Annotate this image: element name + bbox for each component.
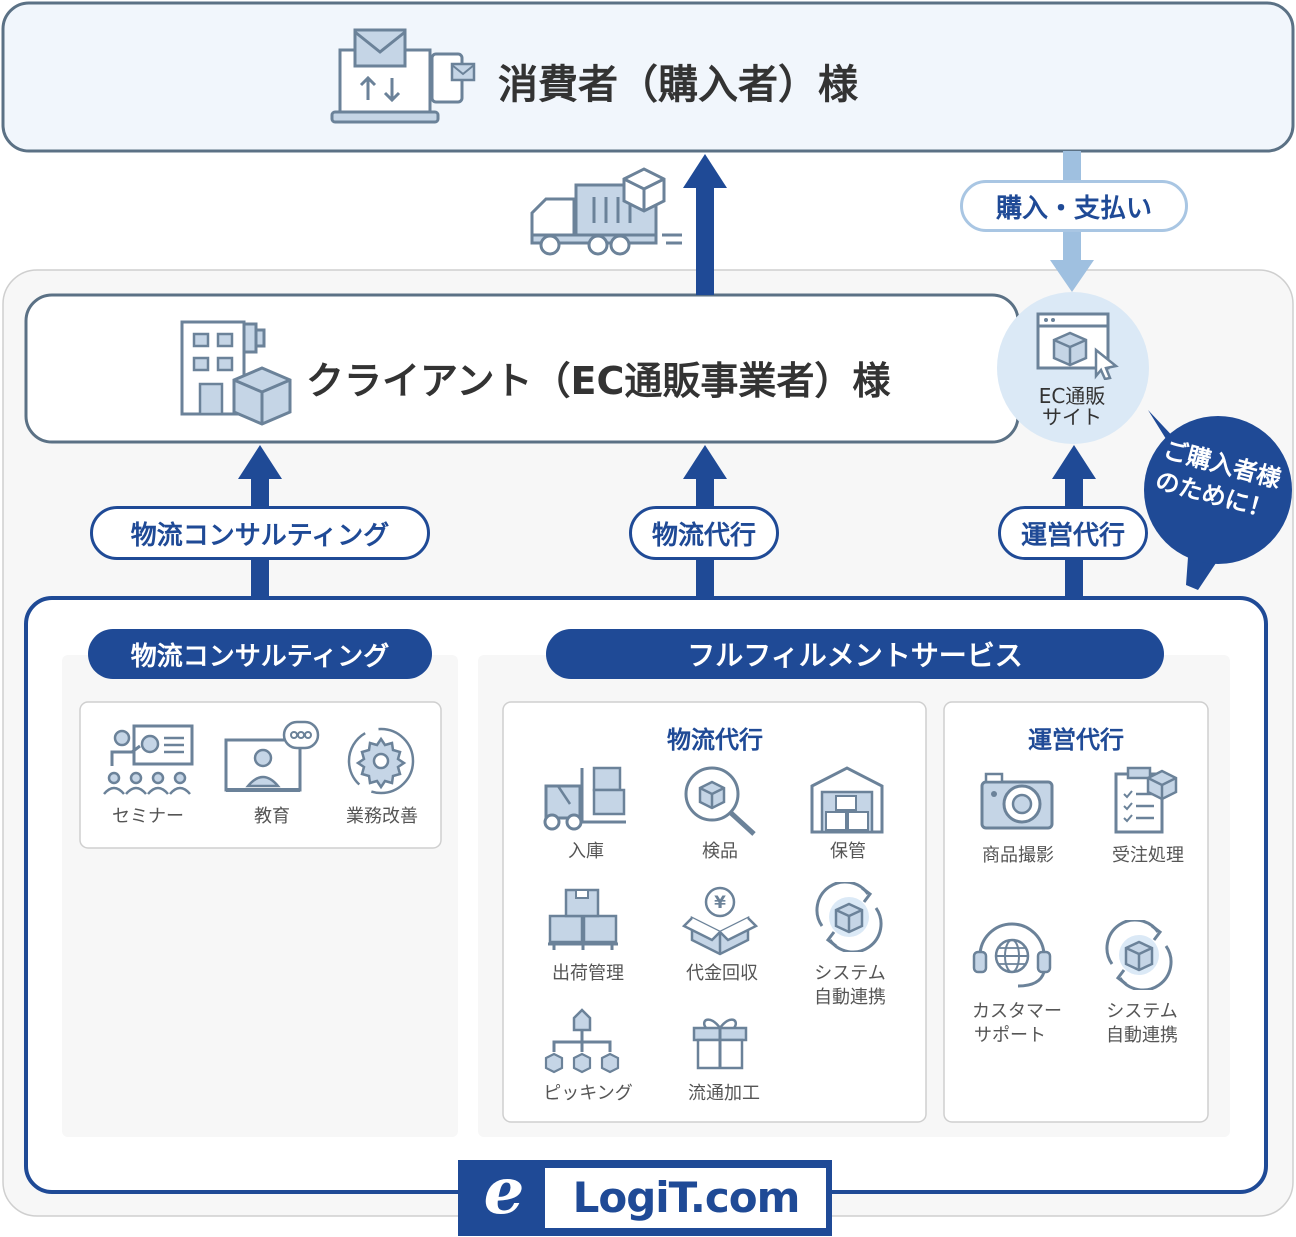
operation-item-label: システム bbox=[1106, 1001, 1178, 1022]
consulting-item-label: セミナー bbox=[112, 806, 184, 827]
logo-text: LogiT.com bbox=[572, 1173, 801, 1222]
gift-icon bbox=[692, 1018, 748, 1070]
client-title: クライアント（EC通販事業者）様 bbox=[306, 359, 891, 403]
svg-text:¥: ¥ bbox=[714, 893, 726, 913]
education-icon bbox=[224, 720, 320, 792]
logistics-item-label-2: 自動連携 bbox=[814, 987, 886, 1008]
laptop-mail-icon bbox=[330, 28, 476, 124]
consumer-title: 消費者（購入者）様 bbox=[498, 62, 858, 108]
operation-item-label: 商品撮影 bbox=[982, 845, 1054, 866]
ec-site-browser-icon bbox=[1036, 312, 1119, 380]
ec-site-label-1: EC通販 bbox=[1038, 384, 1106, 408]
logistics-item-label: 検品 bbox=[702, 841, 738, 862]
picking-icon bbox=[544, 1008, 620, 1074]
logistics-item-label: 入庫 bbox=[568, 841, 604, 862]
logistics-group-title: 物流代行 bbox=[667, 726, 763, 754]
consulting-item-label: 教育 bbox=[254, 806, 290, 827]
operation-item-label-2: サポート bbox=[974, 1025, 1046, 1046]
gear-icon bbox=[347, 727, 415, 795]
truck-icon bbox=[530, 167, 682, 256]
building-box-icon bbox=[180, 320, 292, 426]
service-label-consulting: 物流コンサルティング bbox=[90, 506, 430, 560]
logo-mark: e bbox=[483, 1154, 525, 1229]
inspection-icon bbox=[684, 766, 756, 836]
ec-site-label-2: サイト bbox=[1042, 405, 1102, 429]
forklift-icon bbox=[543, 766, 626, 831]
operation-item-label: カスタマー bbox=[972, 1001, 1062, 1022]
logistics-item-label: 流通加工 bbox=[688, 1083, 760, 1104]
operation-group-title: 運営代行 bbox=[1028, 726, 1124, 754]
logistics-item-label: ピッキング bbox=[543, 1083, 633, 1104]
pallet-icon bbox=[548, 888, 618, 950]
sync-box-icon bbox=[1105, 920, 1173, 990]
service-label-logistics: 物流代行 bbox=[629, 506, 779, 560]
logistics-item-label: システム bbox=[814, 963, 886, 984]
sync-box-icon bbox=[815, 882, 883, 952]
fulfillment-header: フルフィルメントサービス bbox=[546, 629, 1164, 679]
operation-item-label-2: 自動連携 bbox=[1106, 1025, 1178, 1046]
seminar-icon bbox=[103, 724, 194, 795]
logistics-item-label: 保管 bbox=[830, 841, 866, 862]
yen-box-icon: ¥ bbox=[682, 886, 758, 956]
logistics-item-label: 代金回収 bbox=[686, 963, 758, 984]
consulting-item-label: 業務改善 bbox=[346, 806, 418, 827]
purchase-label: 購入・支払い bbox=[960, 180, 1188, 232]
service-label-operation: 運営代行 bbox=[998, 506, 1148, 560]
camera-icon bbox=[980, 772, 1054, 830]
logistics-item-label: 出荷管理 bbox=[552, 963, 624, 984]
operation-item-label: 受注処理 bbox=[1112, 845, 1184, 866]
clipboard-icon bbox=[1114, 766, 1178, 834]
consulting-header: 物流コンサルティング bbox=[88, 629, 432, 679]
warehouse-icon bbox=[810, 766, 884, 834]
headset-icon bbox=[972, 922, 1052, 988]
